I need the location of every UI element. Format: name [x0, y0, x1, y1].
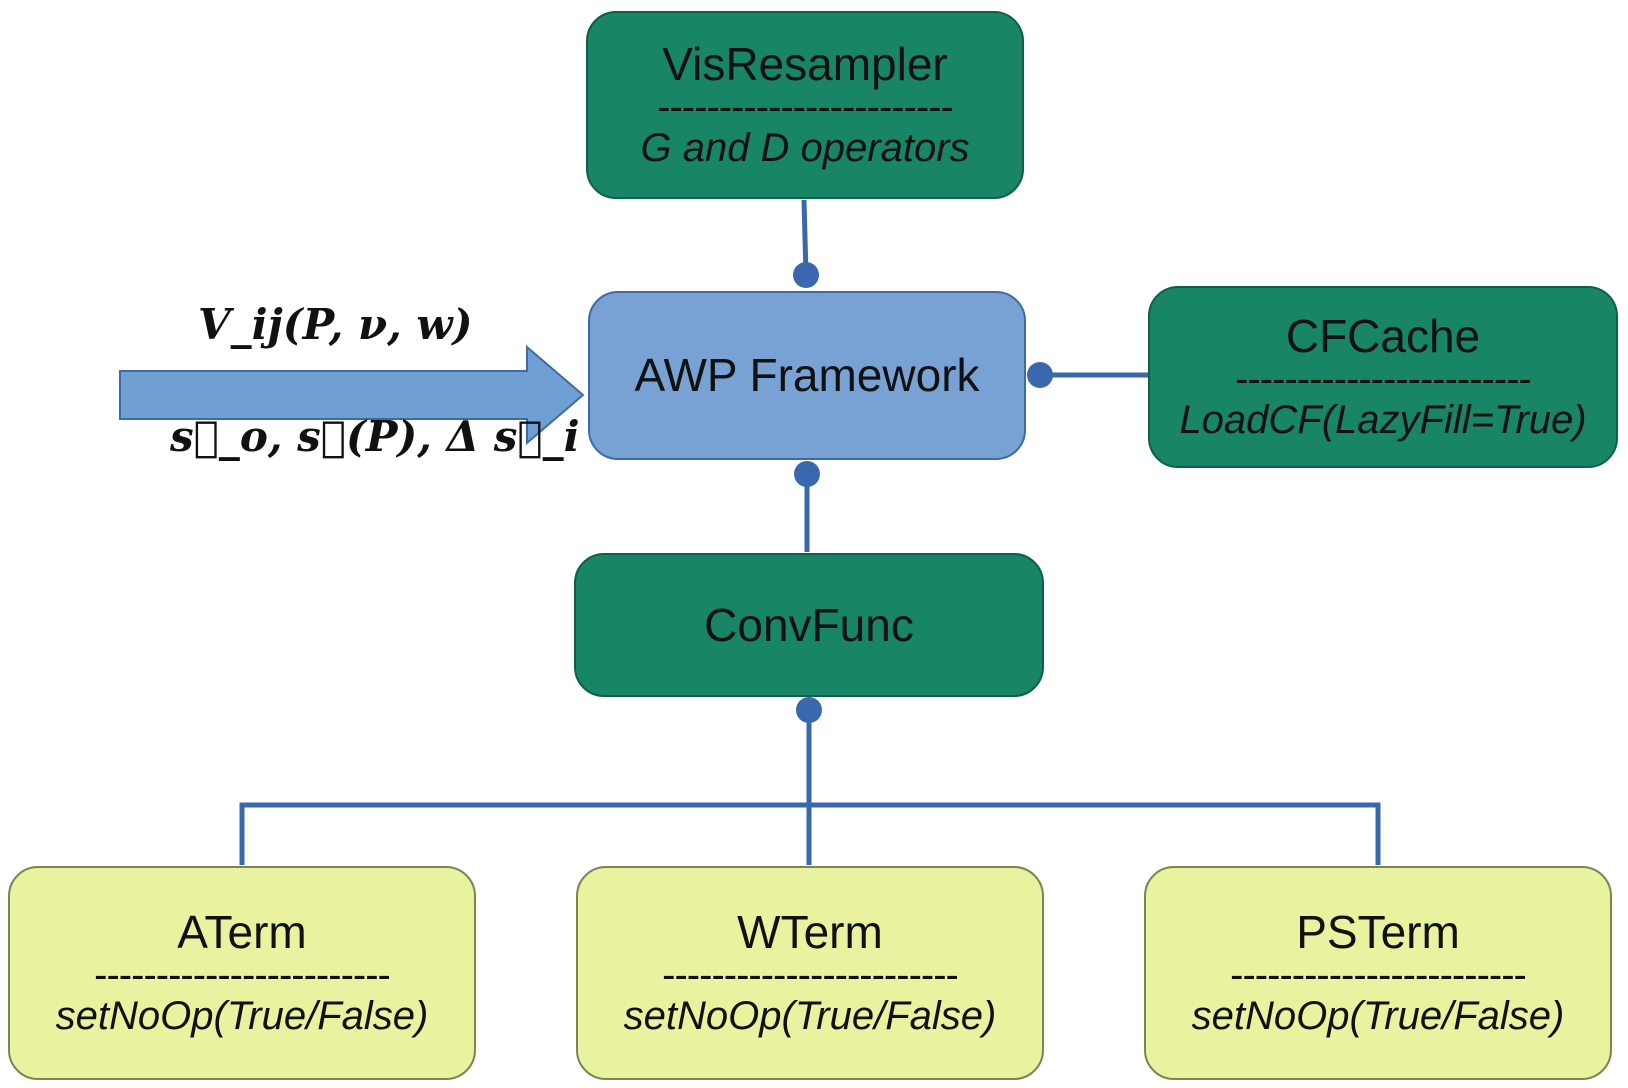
- psterm-subtitle: setNoOp(True/False): [1191, 994, 1565, 1039]
- visresampler-box: VisResampler ------------------------ G …: [586, 11, 1024, 199]
- convfunc-box: ConvFunc: [574, 553, 1044, 697]
- wterm-box: WTerm ------------------------ setNoOp(T…: [576, 866, 1044, 1080]
- connector-terms-bus: [239, 802, 1381, 865]
- cfcache-box: CFCache ------------------------ LoadCF(…: [1148, 286, 1618, 468]
- aterm-box: ATerm ------------------------ setNoOp(T…: [8, 866, 476, 1080]
- psterm-box: PSTerm ------------------------ setNoOp(…: [1144, 866, 1612, 1080]
- wterm-subtitle: setNoOp(True/False): [623, 994, 997, 1039]
- input-arrow: [119, 344, 585, 446]
- connector-dot-cfcache-awp: [1027, 362, 1053, 388]
- input-formula-bottom-text: s⃗_o, s⃗(P), Δ s⃗_i: [170, 412, 580, 461]
- wterm-title: WTerm: [737, 905, 883, 958]
- psterm-title: PSTerm: [1296, 905, 1460, 958]
- visresampler-subtitle: G and D operators: [640, 126, 970, 171]
- wterm-separator: ------------------------: [662, 957, 958, 994]
- cfcache-separator: ------------------------: [1235, 361, 1531, 398]
- awp-framework-box: AWP Framework: [588, 291, 1026, 460]
- psterm-separator: ------------------------: [1230, 957, 1526, 994]
- awp-framework-title: AWP Framework: [634, 349, 980, 402]
- convfunc-title: ConvFunc: [704, 598, 914, 651]
- input-formula-top: V_ij(P, ν, w): [198, 300, 472, 349]
- aterm-title: ATerm: [177, 905, 307, 958]
- connector-dot-awp-convfunc: [794, 461, 820, 487]
- connector-dot-convfunc-terms: [796, 697, 822, 723]
- aterm-subtitle: setNoOp(True/False): [55, 994, 429, 1039]
- visresampler-title: VisResampler: [662, 37, 948, 90]
- connector-dot-vis-awp: [793, 262, 819, 288]
- input-formula-top-text: V_ij(P, ν, w): [198, 300, 473, 349]
- cfcache-title: CFCache: [1285, 309, 1481, 362]
- input-formula-bottom: s⃗_o, s⃗(P), Δ s⃗_i: [170, 412, 580, 461]
- cfcache-subtitle: LoadCF(LazyFill=True): [1179, 398, 1587, 443]
- aterm-separator: ------------------------: [94, 957, 390, 994]
- visresampler-separator: ------------------------: [657, 89, 953, 126]
